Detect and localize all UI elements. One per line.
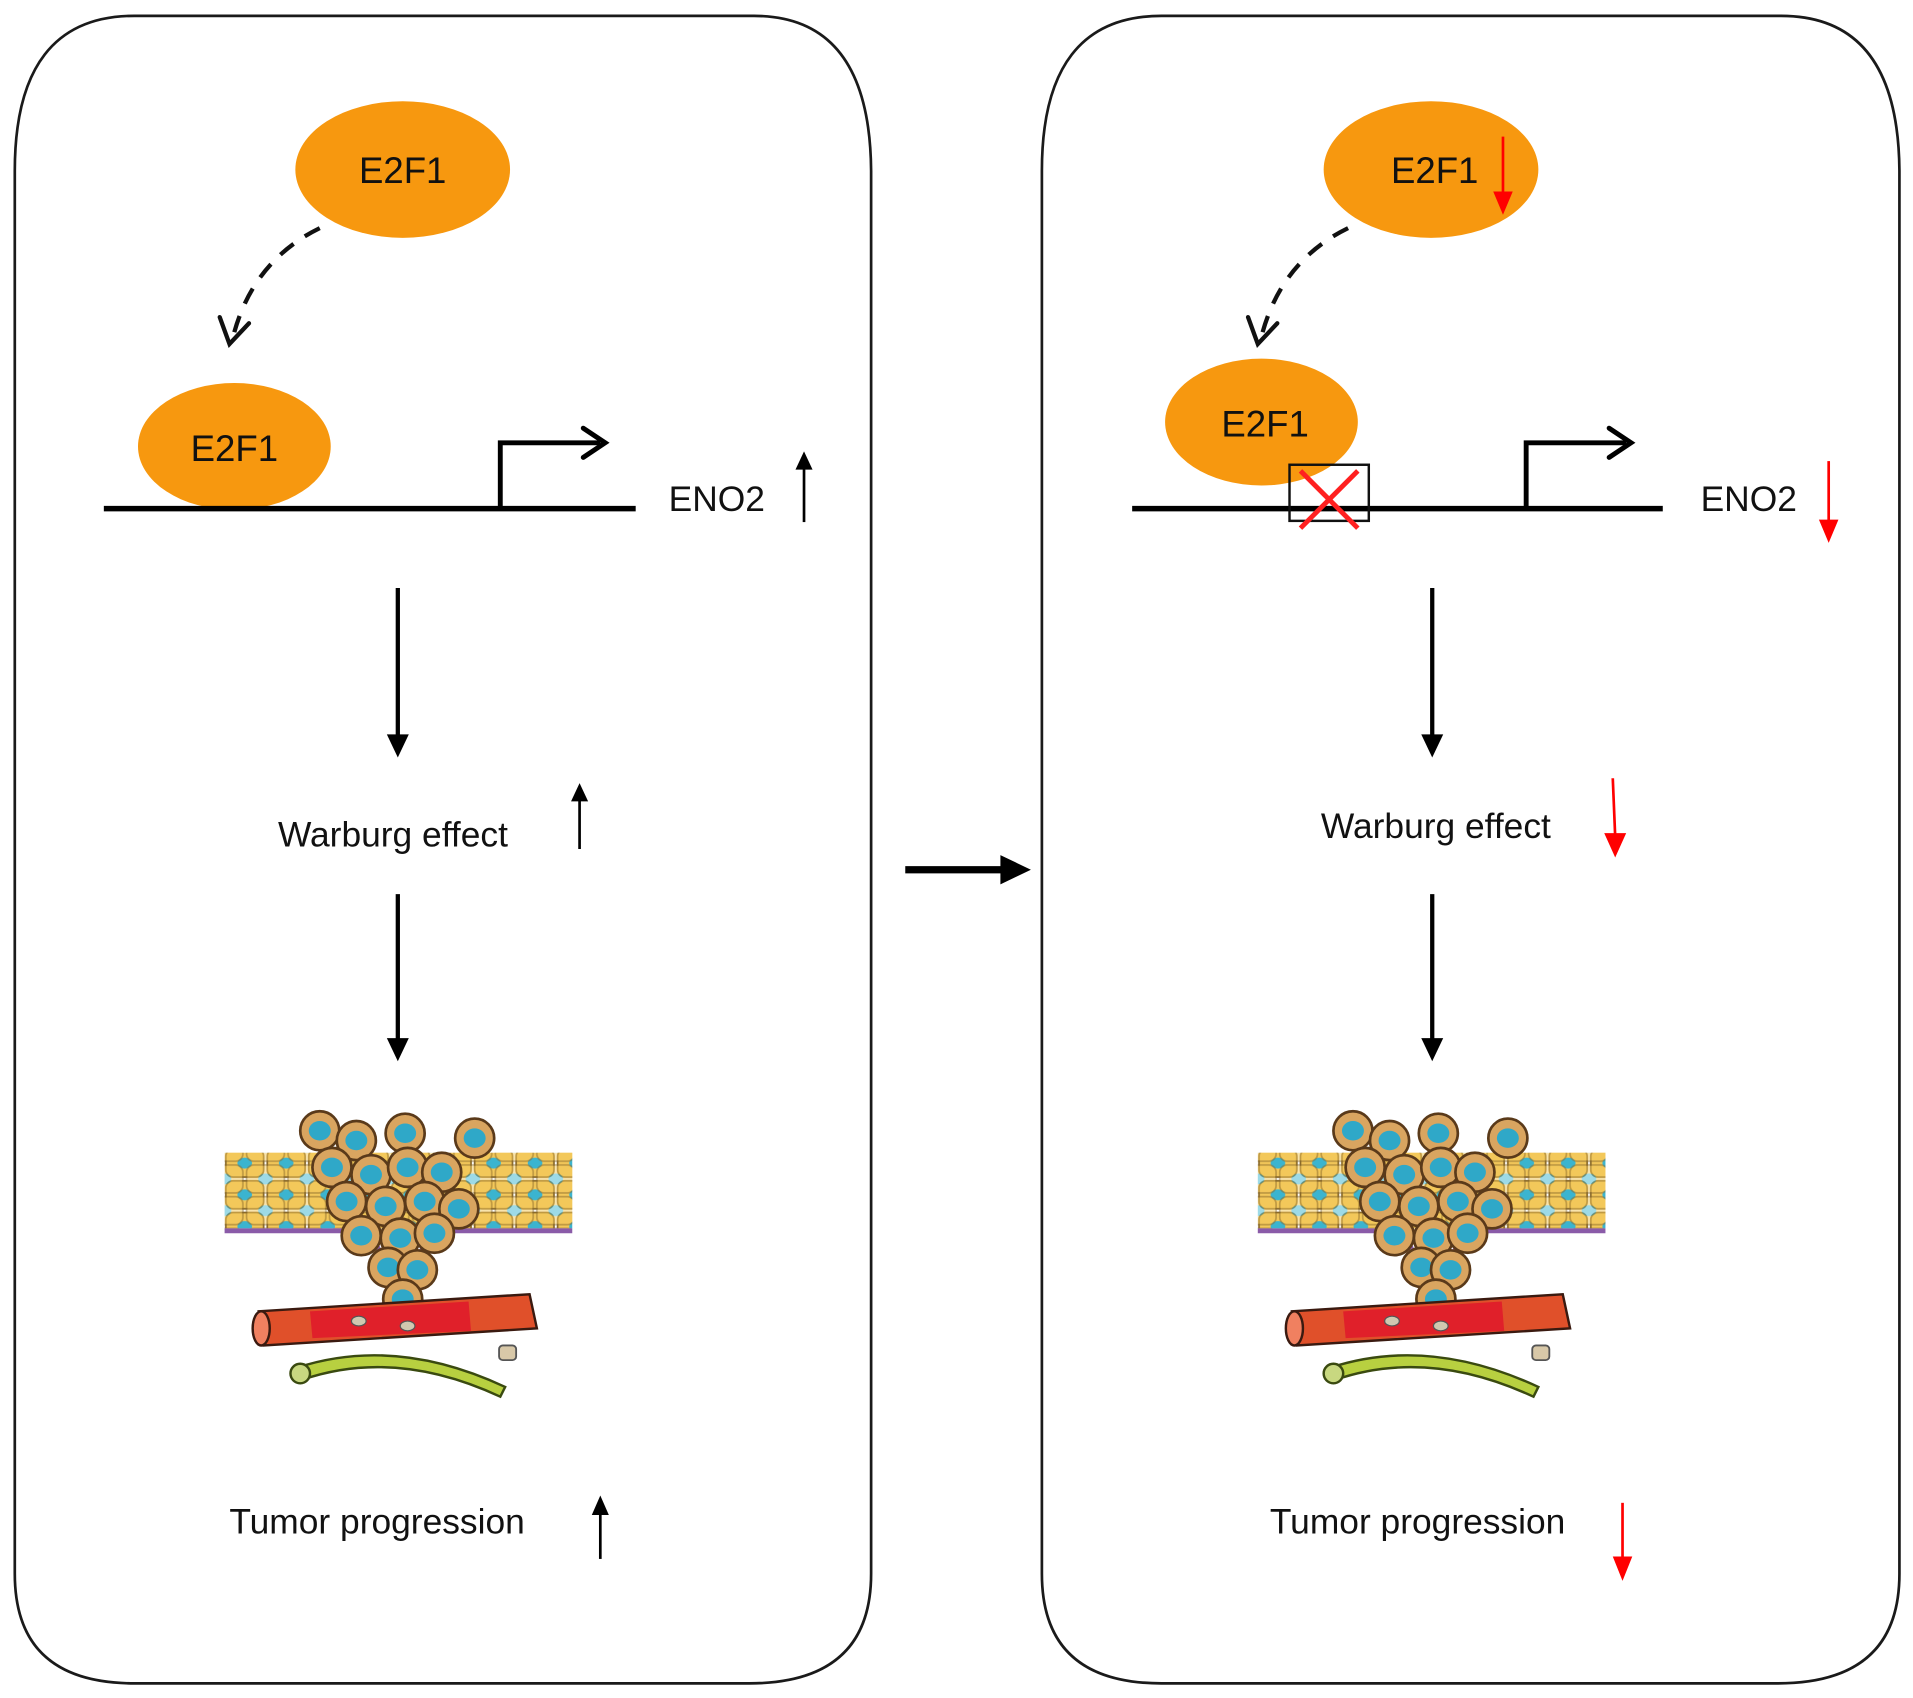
free-e2f1-label: E2F1 (359, 150, 446, 191)
warburg-effect-label: Warburg effect (1321, 807, 1551, 846)
eno2-gene-label: ENO2 (669, 480, 765, 519)
tumor-progression-label: Tumor progression (229, 1502, 524, 1541)
bound-e2f1-protein (137, 383, 331, 510)
warburg-effect-label: Warburg effect (278, 816, 508, 855)
transition-arrow-icon (905, 855, 1031, 885)
flow-arrow-down-icon (386, 587, 409, 758)
recruitment-dashed-arrow (229, 226, 321, 343)
recruitment-arrowhead-icon (1245, 315, 1280, 348)
eno2-down-arrow-icon (1818, 461, 1839, 543)
right-panel-border (1040, 14, 1901, 1685)
recruitment-arrowhead-icon (217, 315, 252, 348)
bound-e2f1-label: E2F1 (1221, 404, 1308, 445)
binding-blocked-icon (1288, 463, 1371, 530)
eno2-up-arrow-icon (795, 451, 813, 523)
bound-e2f1-label: E2F1 (191, 428, 278, 469)
free-e2f1-label: E2F1 (1391, 150, 1478, 191)
free-e2f1-protein (295, 101, 511, 238)
warburg-up-arrow-icon (571, 783, 589, 849)
flow-arrow-down-icon (386, 894, 409, 1062)
tumor-progression-up-arrow-icon (591, 1495, 609, 1559)
flow-arrow-down-icon (1421, 587, 1444, 758)
transcription-start-arrow (1523, 440, 1627, 509)
transcription-start-arrow (497, 440, 601, 509)
flow-arrow-down-icon (1421, 894, 1444, 1062)
tumor-progression-down-arrow-icon (1612, 1502, 1633, 1581)
recruitment-dashed-arrow (1258, 226, 1350, 343)
right-panel: E2F1 E2F1 ENO2 Warburg effect (1040, 14, 1901, 1685)
eno2-gene-label: ENO2 (1701, 480, 1797, 519)
transcription-arrowhead-icon (1606, 425, 1636, 460)
transcription-arrowhead-icon (580, 425, 610, 460)
e2f1-down-arrow-icon (1493, 136, 1513, 215)
tumor-progression-label: Tumor progression (1270, 1502, 1565, 1541)
bound-e2f1-protein (1165, 358, 1358, 486)
left-panel: E2F1 E2F1 ENO2 Warburg effect (13, 14, 873, 1685)
free-e2f1-protein (1323, 101, 1539, 238)
warburg-down-arrow-icon (1604, 778, 1627, 858)
